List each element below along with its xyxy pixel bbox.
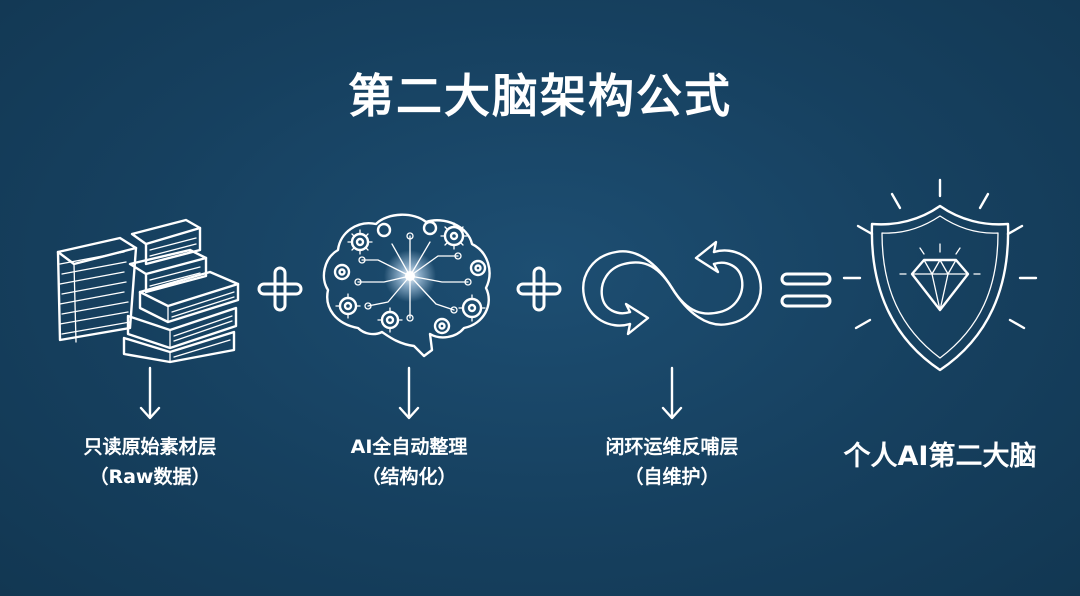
shield-diamond-icon [840,178,1040,378]
page-title: 第二大脑架构公式 [348,69,732,123]
down-arrow-2 [397,366,421,422]
step-label-ai-line2: （结构化） [361,466,457,488]
result-label: 个人AI第二大脑 [843,441,1037,472]
ai-brain-gears-icon [318,210,498,360]
step-label-ai: AI全自动整理 （结构化） [299,432,519,492]
down-arrow-3 [660,366,684,422]
infinity-loop-arrows-icon [578,238,766,338]
equals-operator [780,272,832,308]
step-label-raw: 只读原始素材层 （Raw数据） [40,432,260,492]
step-label-ai-line1: AI全自动整理 [350,436,468,458]
step-label-loop-line2: （自维护） [624,466,720,488]
plus-operator-2 [516,266,562,312]
down-arrow-1 [138,366,162,422]
step-label-raw-line2: （Raw数据） [89,466,211,488]
plus-operator-1 [257,266,303,312]
step-label-loop: 闭环运维反哺层 （自维护） [562,432,782,492]
books-stack-icon [50,212,245,364]
step-label-loop-line1: 闭环运维反哺层 [605,436,739,458]
step-label-raw-line1: 只读原始素材层 [83,436,217,458]
